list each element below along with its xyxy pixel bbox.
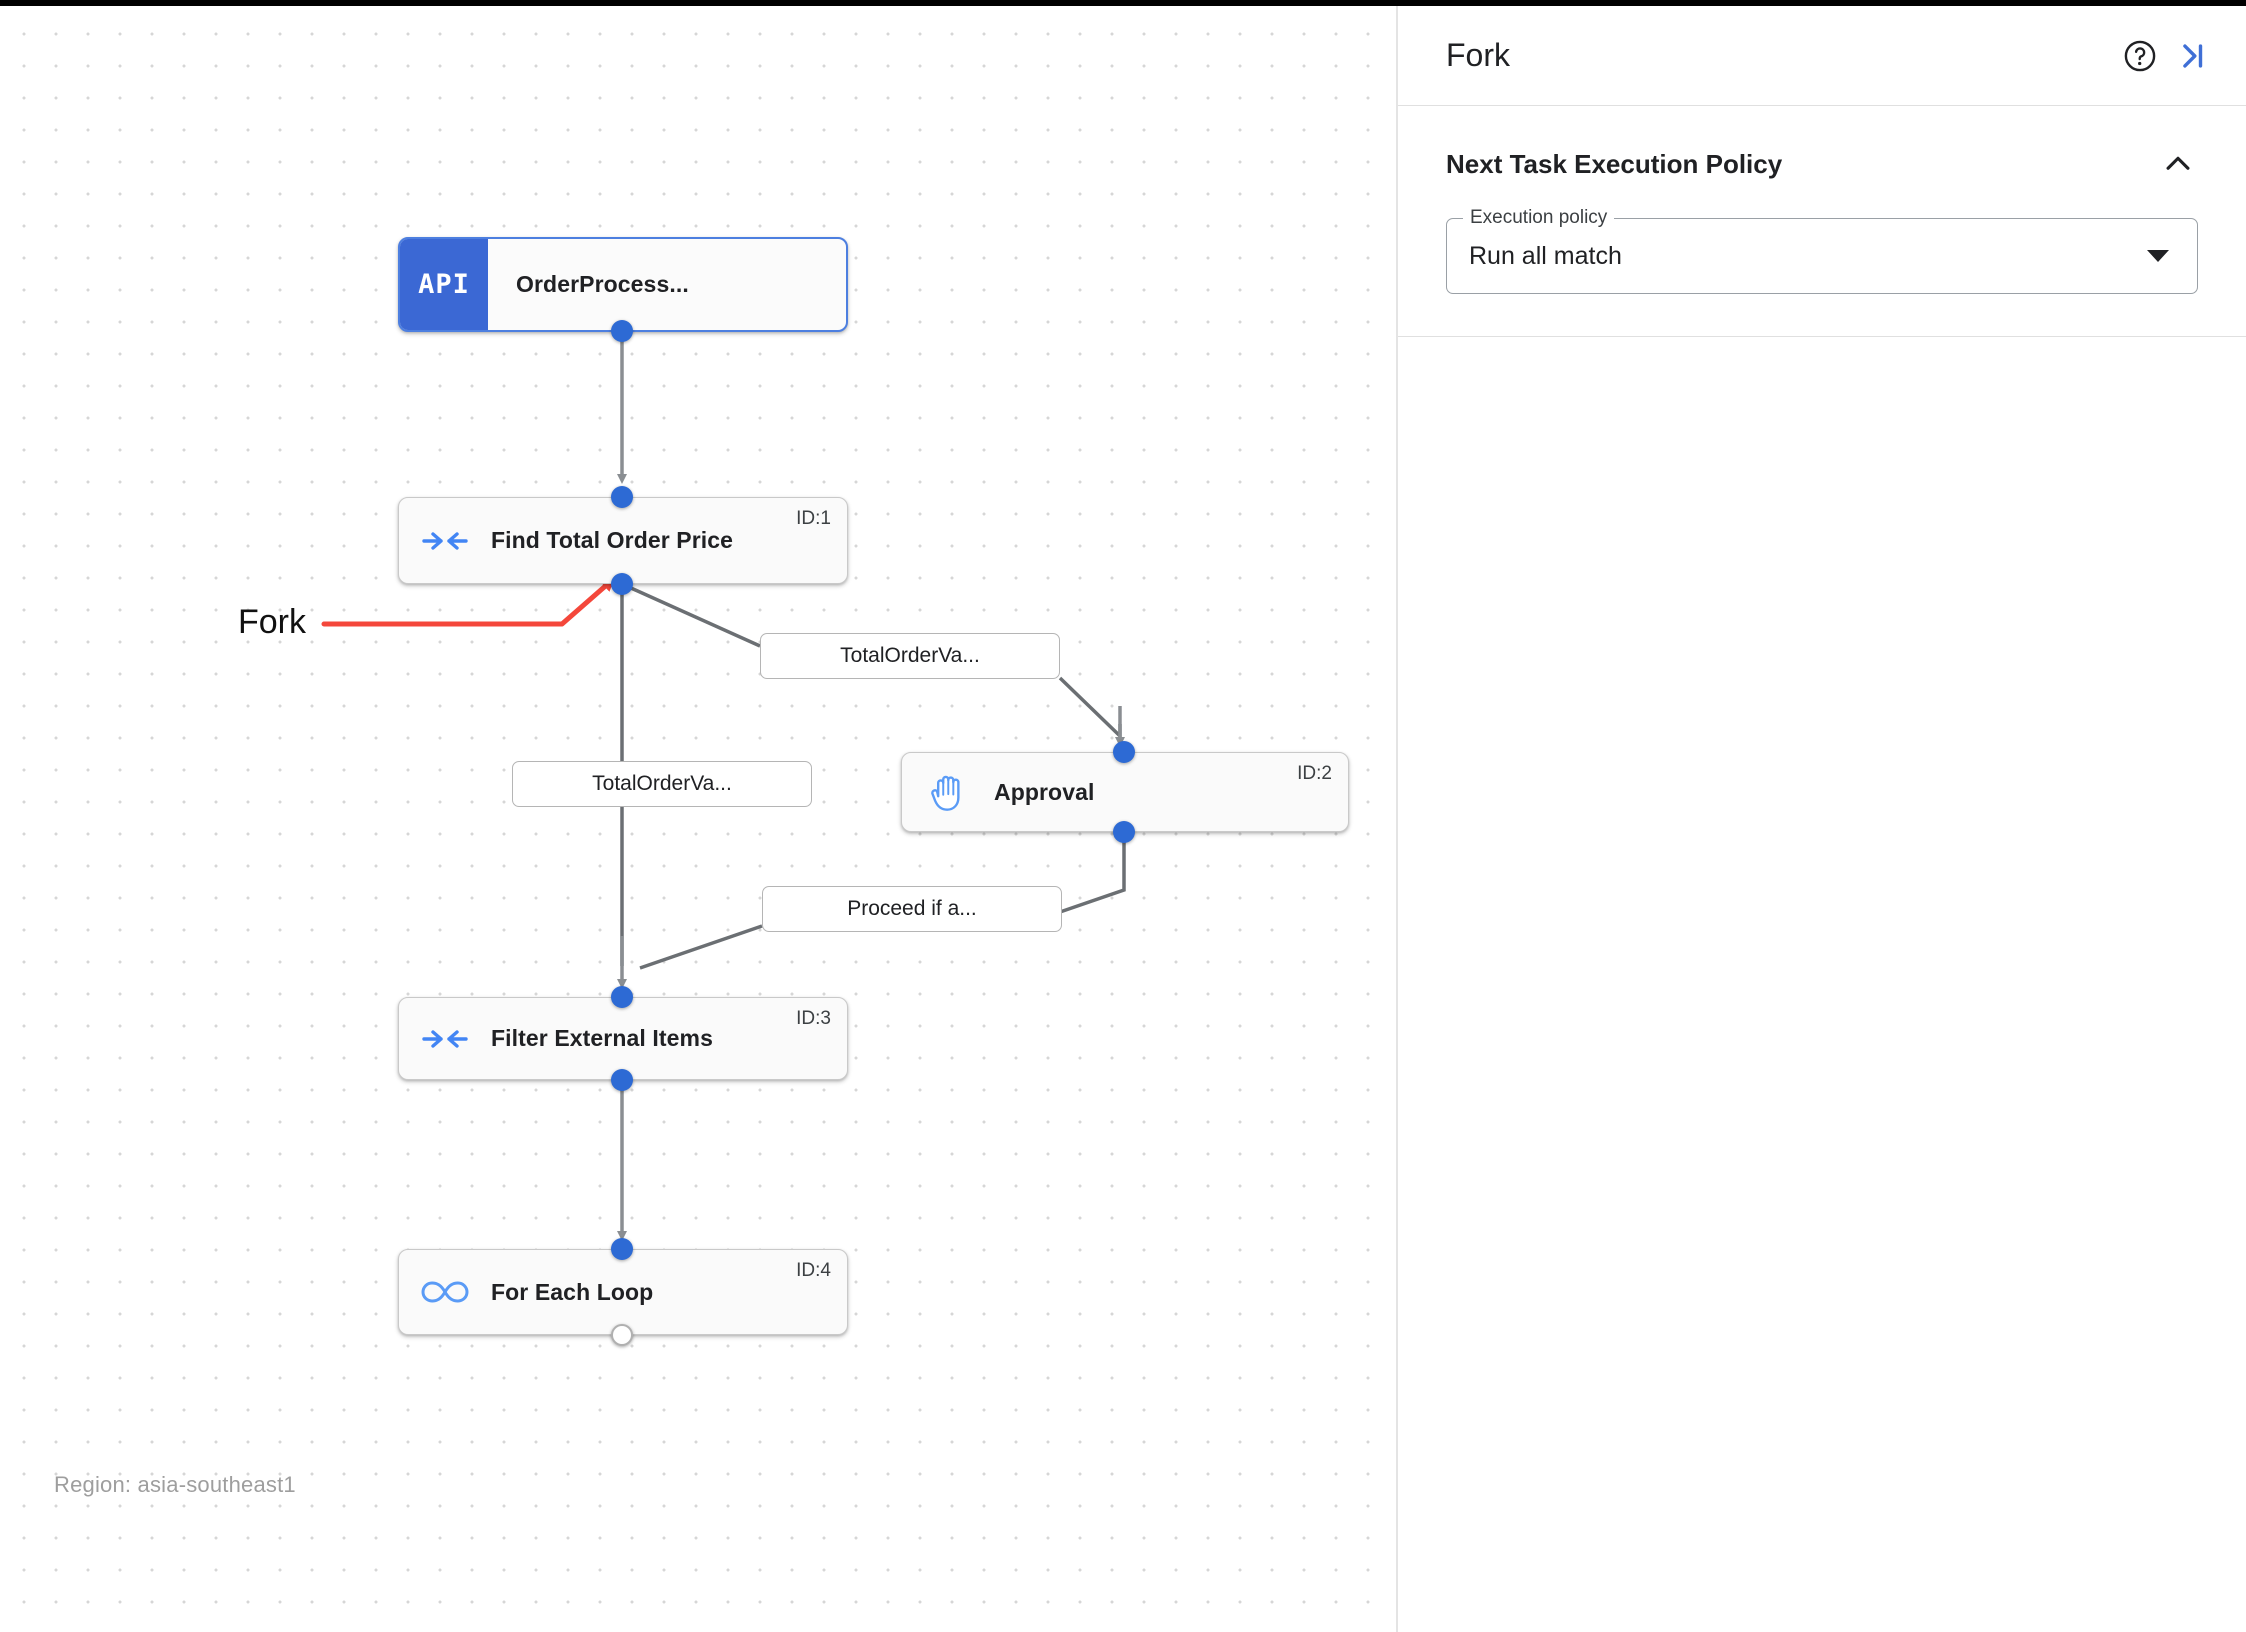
node-title: Approval bbox=[994, 778, 1095, 805]
node-id-label: ID:1 bbox=[796, 508, 831, 529]
api-icon: API bbox=[400, 239, 488, 330]
workflow-canvas[interactable]: API OrderProcess... Find Total Order Pri… bbox=[0, 6, 1398, 1632]
node-id-label: ID:3 bbox=[796, 1008, 831, 1029]
chevron-up-icon[interactable] bbox=[2158, 144, 2198, 184]
edge-label-branch-down[interactable]: TotalOrderVa... bbox=[512, 761, 812, 807]
node-title: Filter External Items bbox=[491, 1025, 713, 1051]
port-filter-out[interactable] bbox=[611, 1069, 633, 1091]
properties-panel: Fork Next Task Execution Policy bbox=[1398, 6, 2246, 1632]
region-label: Region: asia-southeast1 bbox=[54, 1472, 296, 1497]
edge-label-approval-out[interactable]: Proceed if a... bbox=[762, 886, 1062, 932]
next-task-execution-policy-section: Next Task Execution Policy Execution pol… bbox=[1398, 106, 2246, 337]
help-circle-icon[interactable] bbox=[2114, 30, 2166, 82]
node-filter-external-items[interactable]: Filter External Items ID:3 bbox=[398, 997, 848, 1080]
port-approval-in[interactable] bbox=[1113, 741, 1135, 763]
merge-arrows-icon bbox=[399, 526, 491, 556]
top-strip bbox=[0, 0, 2246, 6]
node-title: For Each Loop bbox=[491, 1278, 654, 1305]
hand-icon bbox=[902, 771, 994, 813]
port-approval-out[interactable] bbox=[1113, 821, 1135, 843]
node-order-process[interactable]: API OrderProcess... bbox=[398, 237, 848, 332]
node-approval[interactable]: Approval ID:2 bbox=[901, 752, 1349, 832]
panel-header: Fork bbox=[1398, 6, 2246, 106]
node-id-label: ID:4 bbox=[796, 1260, 831, 1281]
caret-down-icon[interactable] bbox=[2147, 250, 2169, 262]
section-header[interactable]: Next Task Execution Policy bbox=[1446, 144, 2198, 184]
node-id-label: ID:2 bbox=[1297, 763, 1332, 784]
execution-policy-select[interactable]: Execution policy Run all match bbox=[1446, 207, 2198, 294]
port-order-process-out[interactable] bbox=[611, 320, 633, 342]
panel-title: Fork bbox=[1446, 37, 1510, 73]
execution-policy-value: Run all match bbox=[1469, 241, 1622, 270]
port-find-total-in[interactable] bbox=[611, 486, 633, 508]
infinity-icon bbox=[399, 1279, 491, 1305]
node-title: Find Total Order Price bbox=[491, 527, 734, 553]
node-title: OrderProcess... bbox=[516, 271, 689, 297]
port-for-each-out[interactable] bbox=[611, 1324, 633, 1346]
merge-arrows-icon bbox=[399, 1024, 491, 1054]
section-title: Next Task Execution Policy bbox=[1446, 148, 1783, 179]
port-find-total-out[interactable] bbox=[611, 573, 633, 595]
execution-policy-label: Execution policy bbox=[1463, 207, 1615, 229]
collapse-right-icon[interactable] bbox=[2166, 30, 2218, 82]
edge-label-branch-right[interactable]: TotalOrderVa... bbox=[760, 633, 1060, 679]
annotation-fork-label: Fork bbox=[238, 603, 306, 641]
node-for-each-loop[interactable]: For Each Loop ID:4 bbox=[398, 1249, 848, 1335]
node-find-total-order-price[interactable]: Find Total Order Price ID:1 bbox=[398, 497, 848, 584]
port-for-each-in[interactable] bbox=[611, 1238, 633, 1260]
port-filter-in[interactable] bbox=[611, 986, 633, 1008]
